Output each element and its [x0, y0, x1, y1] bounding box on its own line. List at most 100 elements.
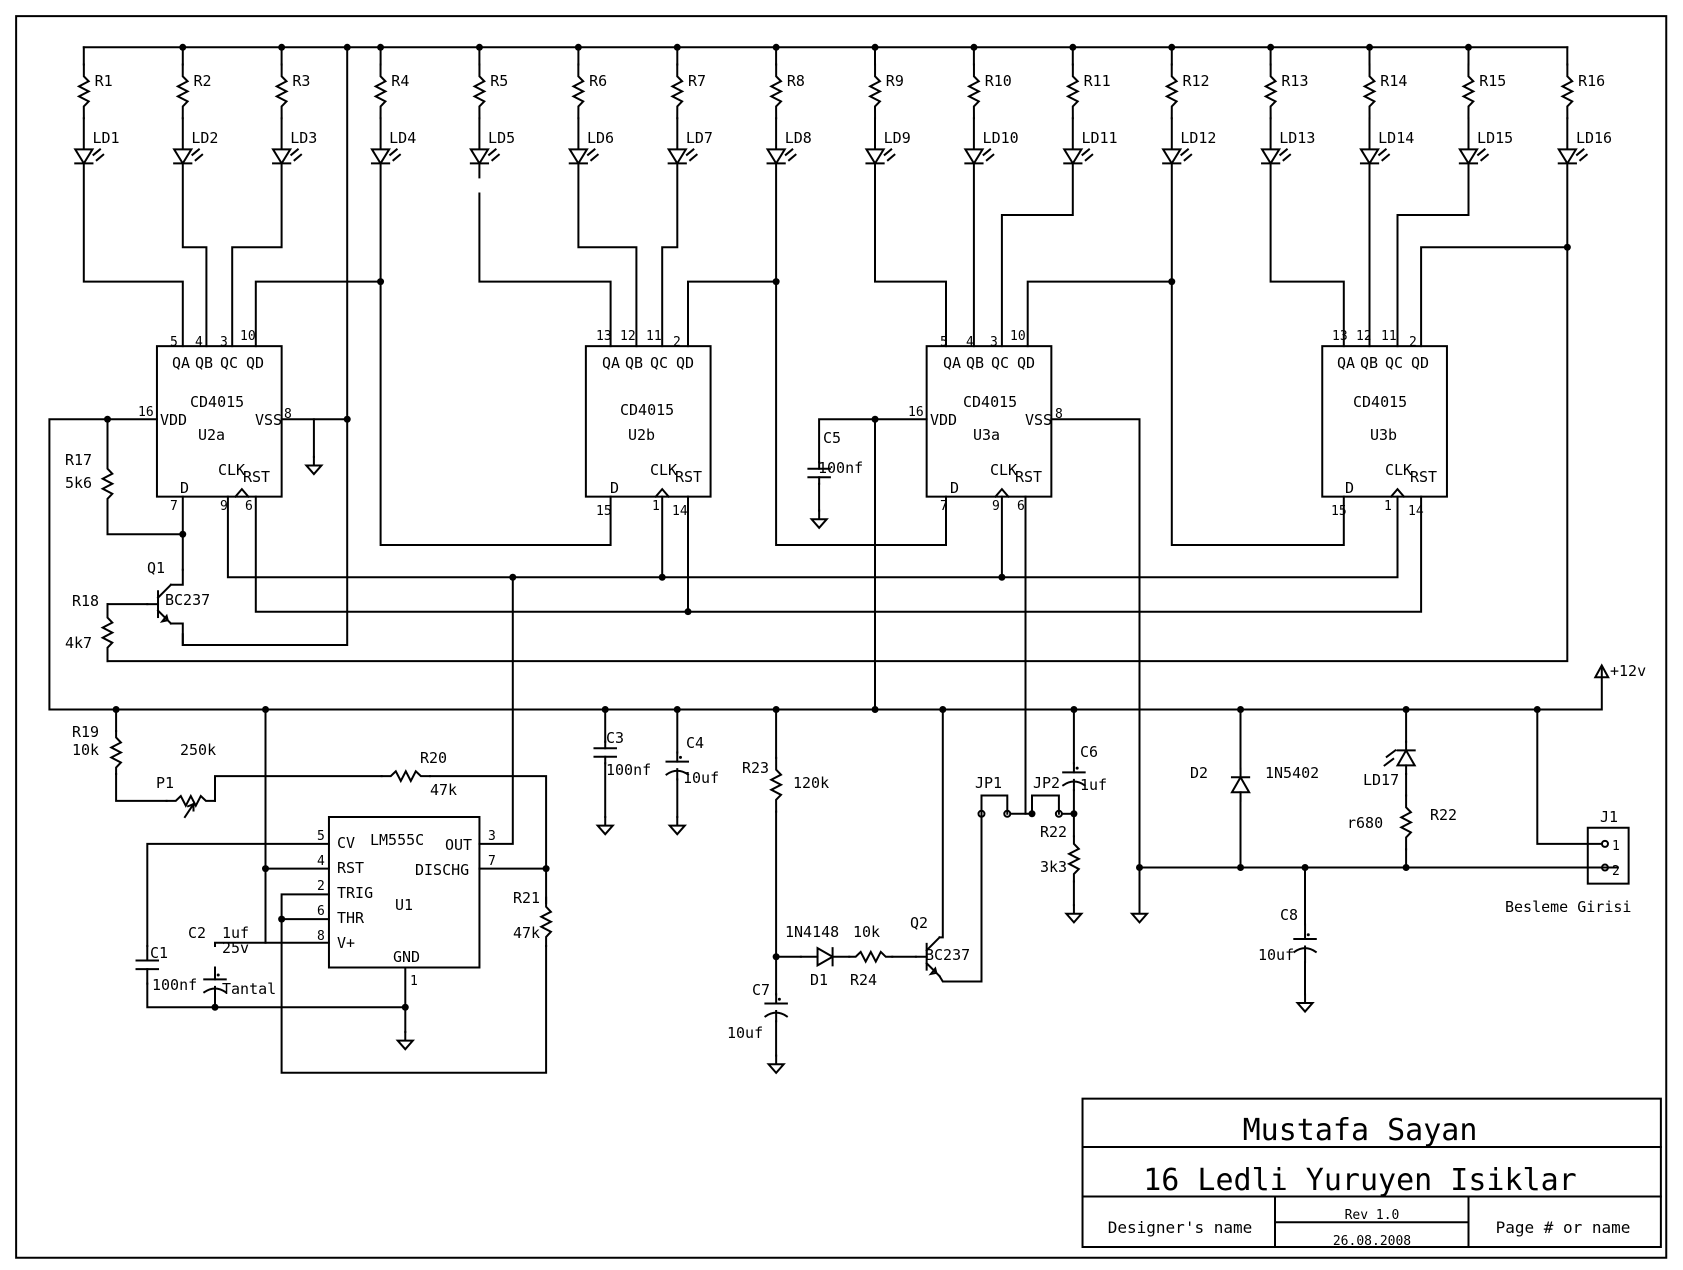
wire	[1000, 163, 1074, 348]
u3a-qa: QA	[943, 354, 961, 372]
wire	[1269, 163, 1345, 348]
clock-marker	[1389, 487, 1406, 499]
resistor-r7	[670, 63, 685, 120]
wire	[818, 418, 928, 464]
label-r8: R8	[787, 72, 805, 90]
jp2-label: JP2	[1033, 774, 1060, 792]
label-ld1: LD1	[92, 129, 119, 147]
wires	[48, 46, 1662, 1248]
p1-value: 250k	[180, 741, 216, 759]
electrolytic-capacitor-c4	[665, 751, 690, 781]
c6-value: 1uf	[1080, 776, 1107, 794]
junction-dot	[673, 43, 681, 51]
u1-pin5: 5	[317, 829, 325, 844]
designer-label: Designer's name	[1108, 1218, 1253, 1237]
junction-dot	[1069, 43, 1077, 51]
led-rays	[487, 148, 501, 162]
c4-label: C4	[686, 734, 704, 752]
label-ld3: LD3	[290, 129, 317, 147]
wire	[1420, 163, 1569, 348]
u2b-qc: QC	[650, 354, 668, 372]
u3b-pin15: 15	[1331, 504, 1347, 519]
led-ld4	[370, 148, 402, 166]
lm555-body	[327, 816, 481, 969]
capacitor-c3	[593, 740, 617, 765]
led-triangle	[567, 148, 589, 166]
wire	[48, 418, 1603, 711]
wire	[478, 576, 514, 845]
p1-label: P1	[156, 774, 174, 792]
d1-type: 1N4148	[785, 923, 839, 941]
u1-trig: TRIG	[337, 884, 373, 902]
u3a-qb: QB	[966, 354, 984, 372]
led-ld7	[666, 148, 699, 166]
label-r3: R3	[292, 72, 310, 90]
wire	[379, 280, 612, 546]
jumper-pin	[1054, 809, 1063, 818]
junction-dot	[1464, 43, 1472, 51]
u2b-pin11: 11	[646, 329, 662, 344]
labels: QA QB QC QD CD4015 U2a VDD VSS D CLK RST…	[65, 329, 1646, 1249]
j1-pin1: 1	[1612, 839, 1620, 854]
led-ld2	[172, 148, 204, 166]
ground-symbol	[667, 816, 687, 836]
wire	[169, 622, 184, 646]
u3b-pin2: 2	[1409, 335, 1417, 350]
led-triangle	[765, 148, 787, 166]
label-ld6: LD6	[587, 129, 614, 147]
ic-u3b: QA QB QC QD CD4015 U3b D CLK RST 13 12 1…	[1331, 329, 1437, 519]
cd4015-u3b-body	[1321, 345, 1448, 498]
label-r9: R9	[886, 72, 904, 90]
u2a-qc: QC	[220, 354, 238, 372]
u1-pin3: 3	[488, 829, 496, 844]
diode-d1	[799, 946, 851, 968]
led-ld9	[864, 148, 896, 166]
electrolytic-capacitor-c8	[1292, 923, 1318, 964]
cap-polarity	[777, 997, 781, 1001]
wire	[231, 163, 283, 348]
c8-label: C8	[1280, 906, 1298, 924]
led-ld1	[73, 148, 105, 166]
label-ld14: LD14	[1378, 129, 1414, 147]
label-ld16: LD16	[1576, 129, 1612, 147]
u3b-name: CD4015	[1353, 393, 1407, 411]
led-ld10	[963, 148, 995, 166]
u1-pin2: 2	[317, 879, 325, 894]
u3a-pin6: 6	[1017, 499, 1025, 514]
u2b-ref: U2b	[628, 426, 655, 444]
jp1-bridge	[980, 794, 1009, 815]
led-rays	[1383, 748, 1397, 767]
u3b-pin12: 12	[1356, 329, 1372, 344]
cap-curved-plate	[202, 987, 228, 994]
led-triangle	[1062, 148, 1084, 166]
u3b-pin1: 1	[1384, 499, 1392, 514]
junction-dot	[772, 278, 780, 286]
led-rays	[1278, 148, 1292, 162]
u3a-qd: QD	[1017, 354, 1035, 372]
junction-dot	[871, 415, 879, 423]
label-r11: R11	[1084, 72, 1111, 90]
led-triangle	[469, 148, 490, 166]
q2-type: BC237	[925, 946, 970, 964]
label-ld10: LD10	[983, 129, 1019, 147]
c2-value: 1uf	[222, 924, 249, 942]
led-ld15	[1458, 148, 1490, 166]
led-triangle	[370, 148, 391, 166]
label-r4: R4	[391, 72, 409, 90]
led-ld17	[1395, 740, 1417, 775]
designer-name: Mustafa Sayan	[1243, 1113, 1478, 1148]
u2a-rst: RST	[243, 468, 270, 486]
connector-pin	[1600, 863, 1609, 872]
r20-value: 47k	[430, 781, 457, 799]
r17-value: 5k6	[65, 474, 92, 492]
label-ld9: LD9	[884, 129, 911, 147]
u3a-clk: CLK	[990, 461, 1017, 479]
led-triangle	[1260, 148, 1282, 166]
u3a-qc: QC	[991, 354, 1009, 372]
ground-symbol	[304, 455, 324, 476]
ic-u3a: QA QB QC QD CD4015 U3a VDD VSS D CLK RST…	[908, 329, 1063, 514]
r24-value: 10k	[853, 923, 880, 941]
wire	[1050, 418, 1141, 907]
cap-polarity	[1306, 933, 1310, 937]
ground-symbol	[1064, 904, 1084, 924]
